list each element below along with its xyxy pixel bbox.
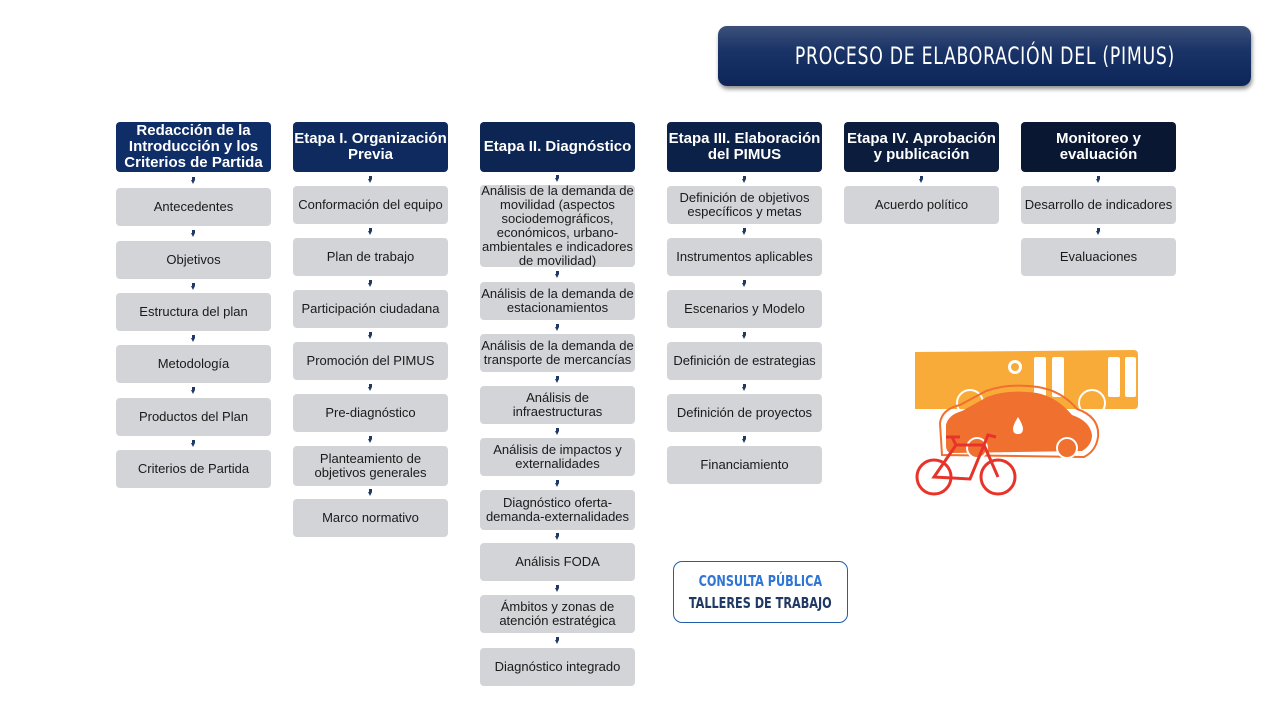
step-box: Análisis de la demanda de transporte de … — [480, 334, 635, 372]
step-box: Definición de proyectos — [667, 394, 822, 432]
mobility-illustration — [915, 350, 1138, 496]
arrow-down-icon — [368, 435, 373, 443]
arrow-down-icon — [368, 383, 373, 391]
step-box: Pre-diagnóstico — [293, 394, 448, 432]
title-banner: PROCESO DE ELABORACIÓN DEL (PIMUS) — [718, 26, 1251, 86]
step-box: Evaluaciones — [1021, 238, 1176, 276]
arrow-down-icon — [555, 637, 560, 644]
arrow-down-icon — [368, 175, 373, 183]
step-box: Desarrollo de indicadores — [1021, 186, 1176, 224]
bus-icon — [915, 350, 1138, 417]
step-box: Antecedentes — [116, 188, 271, 226]
bicycle-icon — [915, 433, 1017, 496]
arrow-down-icon — [742, 227, 747, 235]
arrow-down-icon — [555, 175, 560, 182]
step-box: Planteamiento de objetivos generales — [293, 446, 448, 486]
arrow-down-icon — [368, 227, 373, 235]
step-box: Productos del Plan — [116, 398, 271, 436]
step-box: Conformación del equipo — [293, 186, 448, 224]
step-box: Financiamiento — [667, 446, 822, 484]
arrow-down-icon — [191, 176, 196, 184]
column-header: Etapa II. Diagnóstico — [480, 122, 635, 172]
step-box: Análisis de impactos y externalidades — [480, 438, 635, 476]
arrow-down-icon — [919, 175, 924, 183]
step-box: Estructura del plan — [116, 293, 271, 331]
column-header: Monitoreo y evaluación — [1021, 122, 1176, 172]
consulta-line-2: TALLERES DE TRABAJO — [689, 594, 832, 612]
arrow-down-icon — [368, 331, 373, 339]
page-title: PROCESO DE ELABORACIÓN DEL (PIMUS) — [794, 42, 1175, 70]
step-box: Diagnóstico oferta-demanda-externalidade… — [480, 490, 635, 530]
step-box: Objetivos — [116, 241, 271, 279]
step-box: Promoción del PIMUS — [293, 342, 448, 380]
consulta-line-1: CONSULTA PÚBLICA — [698, 572, 823, 590]
column-header: Etapa III. Elaboración del PIMUS — [667, 122, 822, 172]
arrow-down-icon — [555, 479, 560, 487]
step-box: Análisis FODA — [480, 543, 635, 581]
step-box: Definición de objetivos específicos y me… — [667, 186, 822, 224]
step-box: Análisis de infraestructuras — [480, 386, 635, 424]
arrow-down-icon — [742, 279, 747, 287]
sun-icon — [1008, 360, 1022, 374]
step-box: Acuerdo político — [844, 186, 999, 224]
step-box: Plan de trabajo — [293, 238, 448, 276]
arrow-down-icon — [1096, 175, 1101, 183]
step-box: Participación ciudadana — [293, 290, 448, 328]
step-box: Marco normativo — [293, 499, 448, 537]
step-box: Definición de estrategias — [667, 342, 822, 380]
water-drop-icon — [1013, 417, 1023, 434]
step-box: Instrumentos aplicables — [667, 238, 822, 276]
arrow-down-icon — [742, 435, 747, 443]
arrow-down-icon — [742, 175, 747, 183]
column-header: Redacción de la Introducción y los Crite… — [116, 122, 271, 172]
arrow-down-icon — [555, 375, 560, 383]
arrow-down-icon — [191, 387, 196, 394]
arrow-down-icon — [368, 279, 373, 287]
arrow-down-icon — [555, 427, 560, 435]
step-box: Metodología — [116, 345, 271, 383]
step-box: Análisis de la demanda de movilidad (asp… — [480, 185, 635, 267]
arrow-down-icon — [191, 230, 196, 237]
arrow-down-icon — [1096, 227, 1101, 235]
arrow-down-icon — [191, 439, 196, 447]
step-box: Diagnóstico integrado — [480, 648, 635, 686]
column-header: Etapa I. Organización Previa — [293, 122, 448, 172]
step-box: Ámbitos y zonas de atención estratégica — [480, 595, 635, 633]
arrow-down-icon — [555, 584, 560, 592]
column-header: Etapa IV. Aprobación y publicación — [844, 122, 999, 172]
arrow-down-icon — [555, 533, 560, 540]
arrow-down-icon — [191, 334, 196, 342]
arrow-down-icon — [742, 331, 747, 339]
arrow-down-icon — [191, 282, 196, 290]
step-box: Escenarios y Modelo — [667, 290, 822, 328]
step-box: Análisis de la demanda de estacionamient… — [480, 282, 635, 320]
step-box: Criterios de Partida — [116, 450, 271, 488]
arrow-down-icon — [368, 489, 373, 496]
arrow-down-icon — [555, 271, 560, 278]
arrow-down-icon — [742, 383, 747, 391]
arrow-down-icon — [555, 323, 560, 331]
consulta-publica-box: CONSULTA PÚBLICA TALLERES DE TRABAJO — [673, 561, 848, 623]
